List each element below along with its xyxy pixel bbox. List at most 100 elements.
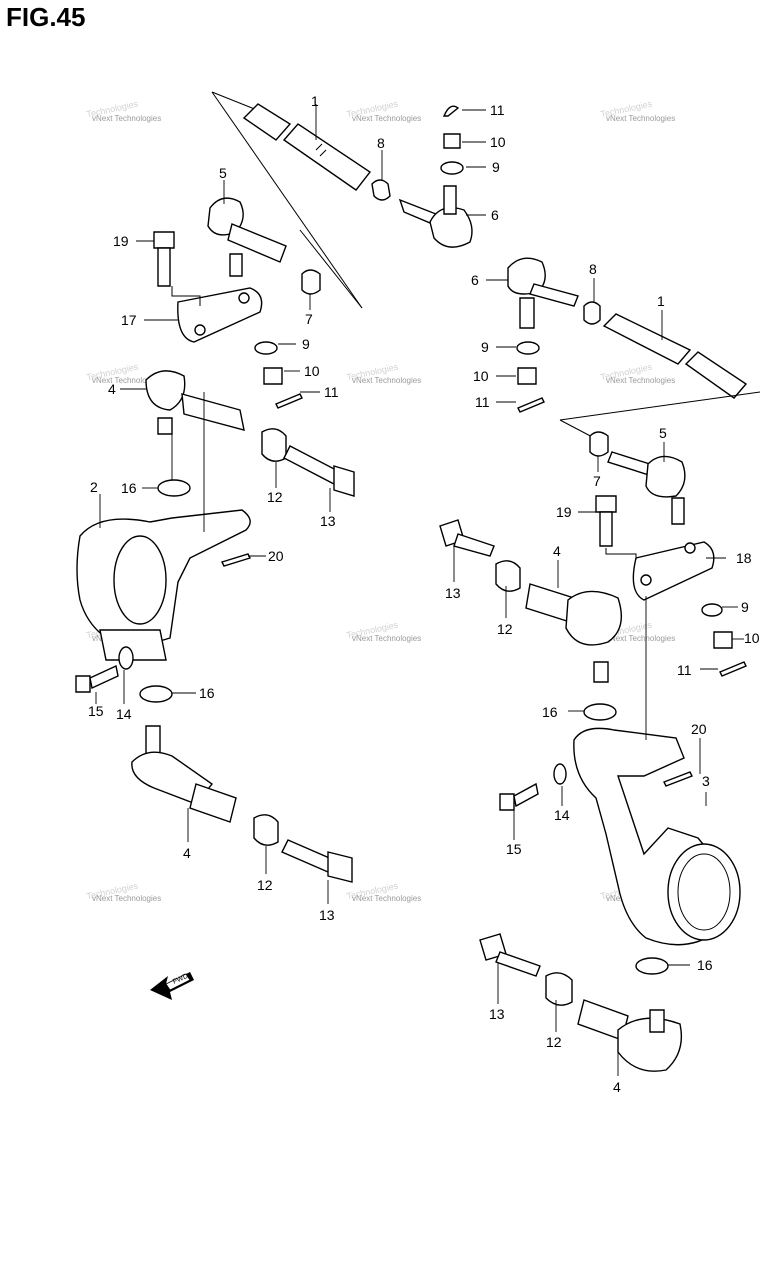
tie-rod-end (131, 725, 237, 823)
callout-label: 4 (553, 543, 561, 559)
upper-tie-rod-assembly (211, 91, 486, 309)
tie-rod-end (398, 185, 473, 248)
washer (157, 479, 191, 497)
tie-rod-end (145, 370, 245, 435)
right-knuckle-arm-assembly (439, 431, 747, 1076)
spacer-washer (253, 814, 279, 846)
callout-label: 16 (542, 704, 558, 720)
callout-label: 12 (257, 877, 273, 893)
callout-label: 4 (613, 1079, 621, 1095)
callout-label: 5 (659, 425, 667, 441)
castle-nut (713, 631, 733, 649)
hex-bolt (595, 495, 617, 547)
callout-label: 20 (691, 721, 707, 737)
tie-rod-end (525, 583, 622, 683)
tie-rod-end (607, 451, 686, 525)
watermark: vNext Technologies (606, 634, 676, 643)
callout-label: 11 (490, 102, 505, 118)
watermark: vNext Technologies (606, 376, 676, 385)
hex-bolt (281, 839, 353, 883)
cotter-pin (663, 771, 693, 787)
right-tie-rod-assembly (486, 257, 761, 441)
tie-rod-end (207, 197, 287, 277)
guide-line (211, 91, 363, 309)
watermark: vNext Technologies (352, 894, 422, 903)
cotter-pin (719, 661, 747, 677)
guide-line (559, 391, 761, 421)
washer (553, 763, 567, 785)
callout-label: 2 (90, 479, 98, 495)
plate-hole (684, 542, 696, 554)
watermark: vNext Technologies (92, 894, 162, 903)
callout-label: 13 (320, 513, 336, 529)
forward-arrow-icon: FWD (150, 972, 194, 1000)
callout-label: 11 (324, 384, 339, 400)
callout-label: 17 (121, 312, 137, 328)
callout-label: 9 (481, 339, 489, 355)
washer (516, 341, 540, 355)
watermark: vNext Technologies (92, 114, 162, 123)
callout-label: 19 (113, 233, 129, 249)
figure-title: FIG.45 (6, 2, 86, 32)
steering-knuckle (573, 727, 741, 946)
hex-bolt (439, 519, 495, 557)
callout-label: 16 (121, 480, 137, 496)
lock-nut (589, 431, 609, 457)
callout-label: 7 (305, 311, 313, 327)
knuckle-arm-plate (632, 541, 715, 601)
watermark: vNext Technologies (92, 376, 162, 385)
callout-label: 10 (490, 134, 506, 150)
callout-label: 14 (116, 706, 132, 722)
callout-label: 3 (702, 773, 710, 789)
guide-line (299, 229, 363, 309)
callout-label: 14 (554, 807, 570, 823)
callout-label: 13 (445, 585, 461, 601)
cotter-pin (517, 397, 545, 413)
hex-bolt (75, 664, 119, 693)
watermark: vNext Technologies (352, 634, 422, 643)
washer (139, 685, 173, 703)
lock-nut (583, 301, 601, 325)
hex-bolt (479, 933, 541, 977)
callout-labels: 1 11 10 8 9 6 5 19 7 17 9 10 4 11 6 8 1 … (88, 93, 760, 1095)
callout-label: 12 (497, 621, 513, 637)
guide-line (171, 286, 201, 306)
cotter-pin (442, 105, 460, 117)
left-knuckle-arm-assembly (75, 180, 355, 904)
washer (583, 703, 617, 721)
castle-nut (263, 367, 283, 385)
callout-label: 10 (473, 368, 489, 384)
callout-label: 15 (88, 703, 104, 719)
cotter-pin (275, 393, 303, 409)
plate-hole (640, 574, 652, 586)
callout-label: 1 (311, 93, 319, 109)
tie-rod-end (507, 257, 579, 329)
castle-nut (443, 133, 461, 149)
cotter-pin (221, 553, 251, 567)
washer (635, 957, 669, 975)
callout-label: 11 (475, 394, 490, 410)
watermark: vNext Technologies (352, 376, 422, 385)
callout-label: 19 (556, 504, 572, 520)
callout-label: 7 (593, 473, 601, 489)
callout-label: 11 (677, 662, 692, 678)
callout-label: 10 (744, 630, 760, 646)
callout-label: 4 (108, 381, 116, 397)
washer (254, 341, 278, 355)
tie-rod-tube (242, 103, 372, 191)
callout-label: 12 (267, 489, 283, 505)
callout-label: 15 (506, 841, 522, 857)
watermark: vNext Technologies (352, 114, 422, 123)
plate-hole (238, 292, 250, 304)
callout-label: 8 (589, 261, 597, 277)
callout-label: 8 (377, 135, 385, 151)
spacer-washer (545, 972, 573, 1006)
callout-label: 18 (736, 550, 752, 566)
steering-knuckle (76, 509, 251, 661)
callout-label: 13 (319, 907, 335, 923)
callout-label: 5 (219, 165, 227, 181)
guide-line (605, 548, 637, 560)
spacer-washer (495, 560, 521, 592)
